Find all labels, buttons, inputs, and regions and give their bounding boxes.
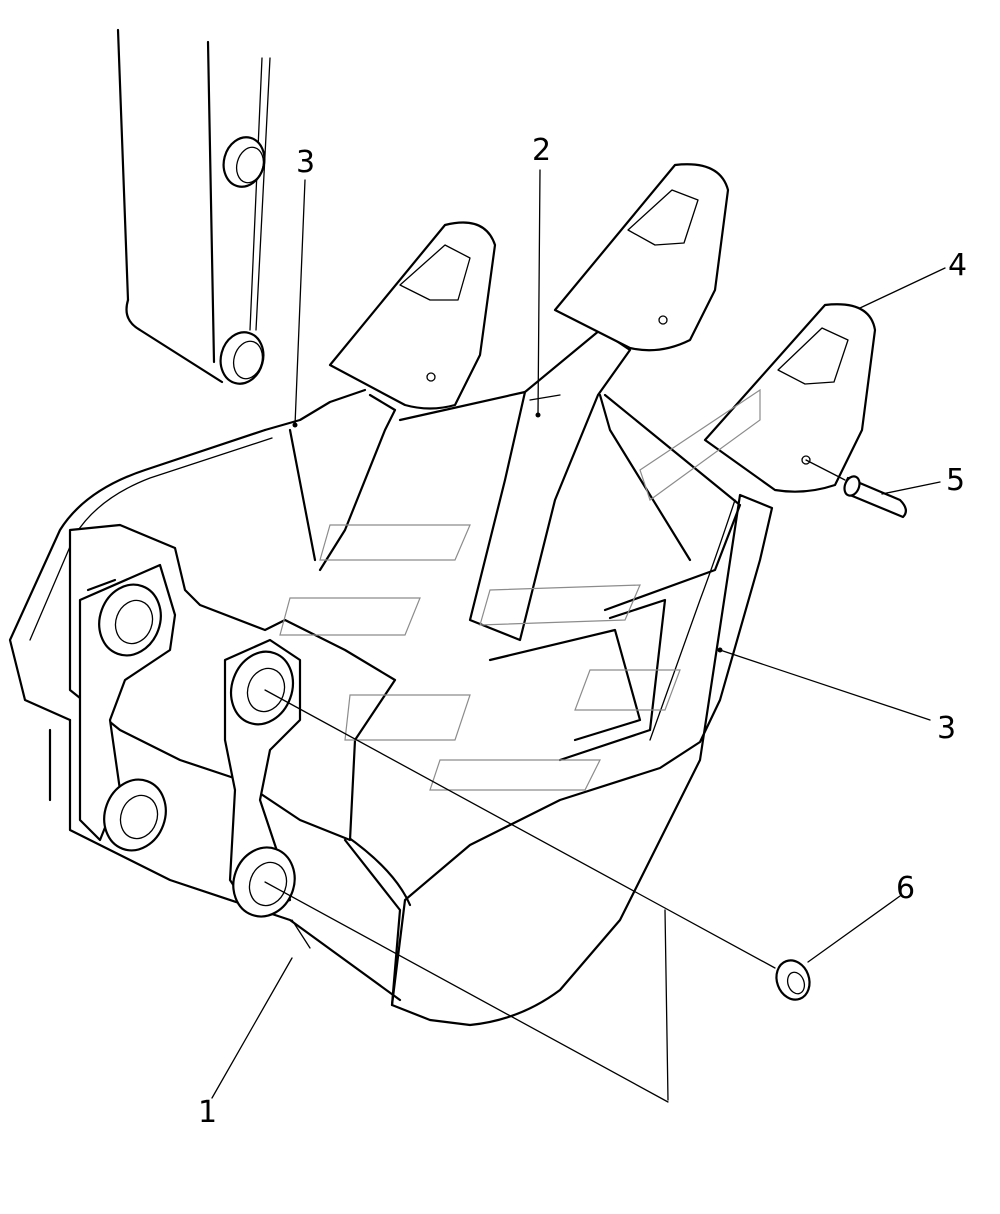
leader-lines: [211, 169, 946, 1103]
hinge-boss-upper-right: [229, 650, 295, 726]
callout-labels: 1 2 3 3 4 5 6: [198, 133, 967, 1130]
watermark: [279, 388, 761, 791]
callout-label-3-right: 3: [937, 711, 956, 746]
bucket-body: [8, 388, 774, 1101]
tooth-tip-center: [553, 163, 730, 352]
callout-label-3-top: 3: [296, 145, 315, 180]
callout-label-5: 5: [946, 463, 965, 498]
tooth-tip-left: [328, 221, 497, 410]
tooth-pin: [843, 475, 907, 519]
tooth-tips: [328, 163, 877, 493]
tooth-tip-right: [703, 303, 877, 493]
arm-assembly: [116, 28, 271, 385]
callout-label-6: 6: [896, 871, 915, 906]
callout-label-4: 4: [948, 248, 967, 283]
callout-label-1: 1: [198, 1095, 217, 1130]
arm-pin-lower: [219, 331, 265, 385]
callout-label-2: 2: [532, 133, 551, 168]
bushing: [775, 959, 811, 1001]
